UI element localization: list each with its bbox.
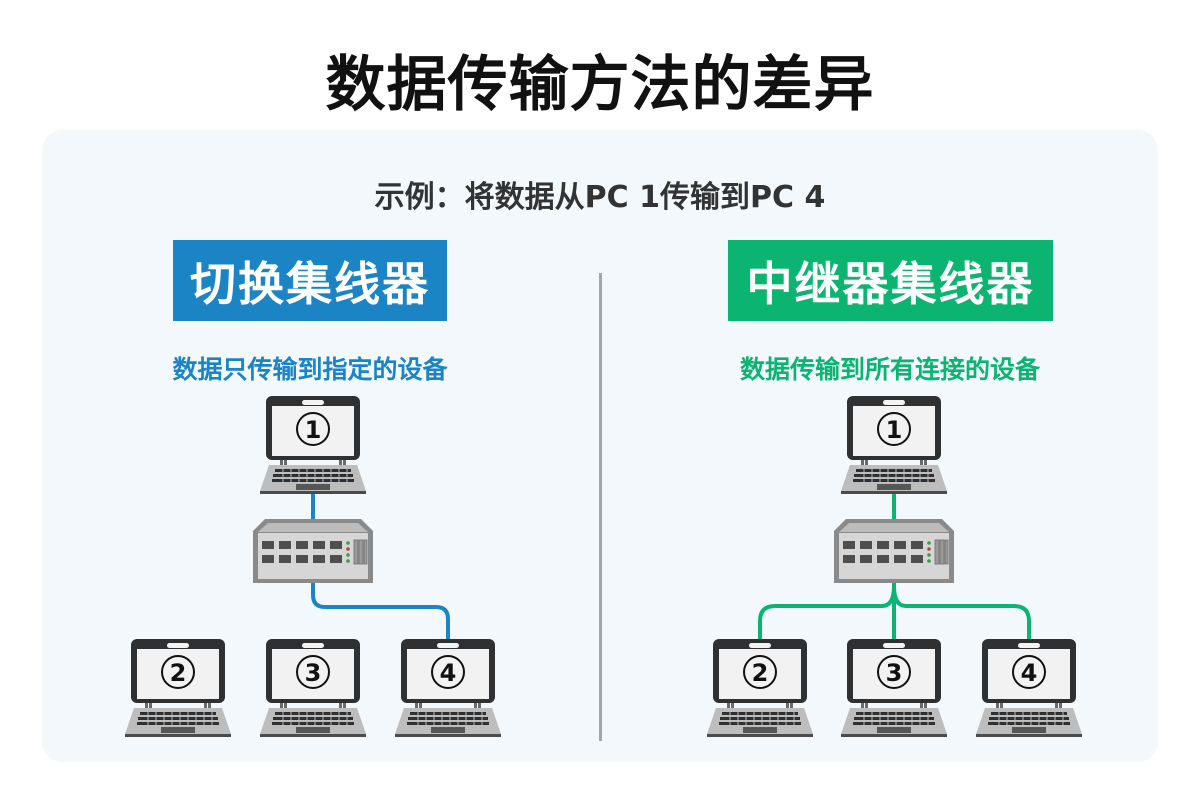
- switch-link-hub-pc4: [311, 580, 450, 640]
- switch-pc4: 4: [394, 638, 502, 738]
- pc-number: 2: [170, 659, 187, 687]
- repeater-hub-description: 数据传输到所有连接的设备: [739, 355, 1040, 384]
- pc-number: 1: [886, 416, 903, 444]
- repeater-hub-device: [833, 518, 955, 584]
- page-title: 数据传输方法的差异: [325, 50, 875, 120]
- switch-pc3: 3: [259, 638, 367, 738]
- switch-hub-description: 数据只传输到指定的设备: [172, 355, 448, 384]
- network-hub-icon: [833, 518, 955, 584]
- repeater-link-hub-pc4: [892, 585, 1031, 640]
- repeater-link-hub-pc2: [758, 585, 896, 640]
- pc-number: 3: [886, 659, 903, 687]
- switch-hub-badge: 切换集线器: [173, 240, 447, 321]
- pc-number: 1: [305, 416, 322, 444]
- pc-number: 3: [305, 659, 322, 687]
- example-caption: 示例：将数据从PC 1传输到PC 4: [374, 180, 826, 215]
- pc-number: 4: [440, 659, 457, 687]
- switch-hub-device: [252, 518, 374, 584]
- section-divider: [599, 273, 602, 741]
- switch-pc2: 2: [124, 638, 232, 738]
- switch-pc1: 1: [259, 395, 367, 495]
- repeater-pc2: 2: [706, 638, 814, 738]
- repeater-pc3: 3: [840, 638, 948, 738]
- pc-number: 4: [1021, 659, 1038, 687]
- pc-number: 2: [752, 659, 769, 687]
- repeater-pc1: 1: [840, 395, 948, 495]
- network-hub-icon: [252, 518, 374, 584]
- repeater-hub-badge: 中继器集线器: [728, 240, 1053, 321]
- repeater-pc4: 4: [975, 638, 1083, 738]
